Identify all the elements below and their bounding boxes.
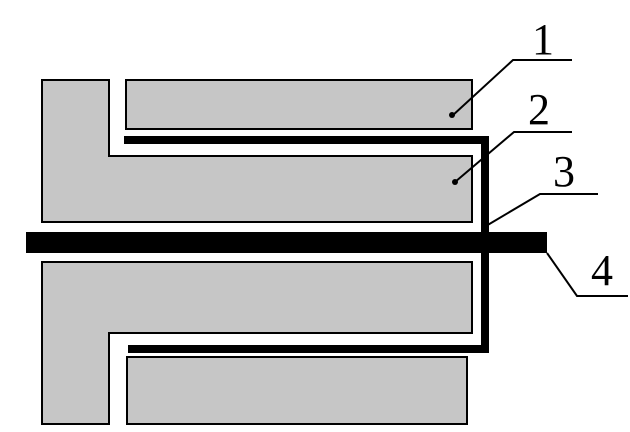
leader-dot-2	[452, 179, 458, 185]
leader-line-4	[546, 252, 628, 297]
label-1: 1	[532, 15, 554, 64]
label-4: 4	[591, 246, 613, 295]
leader-line-3	[485, 193, 598, 227]
leader-line-2	[454, 131, 572, 183]
upper-l-body	[41, 79, 473, 223]
label-3: 3	[553, 147, 575, 196]
lower-bar	[126, 356, 468, 425]
label-2: 2	[528, 85, 550, 134]
leader-dot-1	[449, 112, 455, 118]
central-rod	[26, 232, 547, 253]
lower-l-body	[41, 261, 473, 425]
leader-line-1	[451, 59, 572, 117]
upper-bar	[125, 79, 473, 130]
